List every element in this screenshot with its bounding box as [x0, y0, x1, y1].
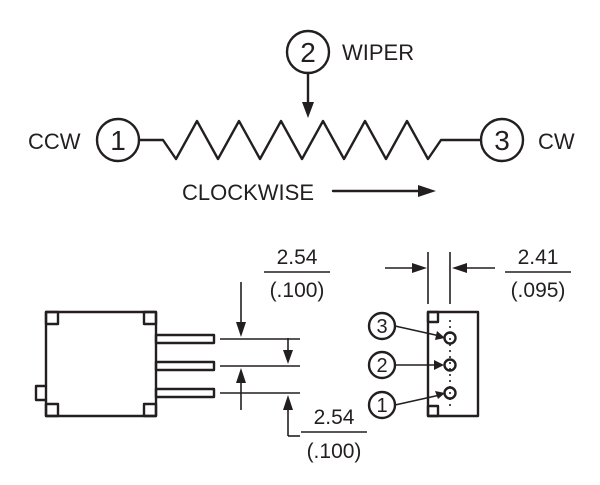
pitch-dimension: 2.54 (.100) 2.54 (.100)	[220, 246, 367, 463]
end-pin1-arrowhead	[435, 391, 445, 399]
pin3-number: 3	[494, 125, 510, 156]
end-pin1-leader	[394, 394, 441, 406]
side-view-body	[44, 310, 158, 418]
wiper-label: WIPER	[342, 40, 414, 65]
corner-foot-br	[142, 402, 158, 418]
wiper-arrowhead	[302, 102, 314, 118]
end-view: 3 2 1	[367, 310, 480, 420]
cw-label: CW	[538, 129, 575, 154]
end-pin3-leader	[394, 325, 441, 337]
pitch-bottom-in: (.100)	[307, 440, 362, 463]
adjust-notch	[34, 384, 48, 402]
end-pin1-number: 1	[376, 395, 387, 417]
end-pin-hole-2	[443, 358, 457, 372]
pin2-number: 2	[300, 37, 316, 68]
width-mm: 2.41	[518, 246, 559, 269]
ccw-label: CCW	[28, 129, 81, 154]
corner-foot-bl	[44, 402, 60, 418]
pitch-bottom-mm: 2.54	[314, 406, 355, 429]
width-in: (.095)	[511, 279, 566, 302]
width-arrowhead-right	[452, 263, 467, 273]
pin1-number: 1	[110, 125, 126, 156]
end-pin2-number: 2	[376, 355, 387, 377]
pitch-top-arrowhead-2	[236, 368, 246, 383]
side-pin-1	[154, 333, 216, 345]
end-pin3-arrowhead	[435, 331, 445, 340]
end-view-corner-top	[426, 310, 440, 324]
pin3-circle	[479, 117, 525, 163]
corner-foot-tr	[142, 310, 158, 326]
end-view-corner-bottom	[426, 404, 440, 418]
end-pin3-number: 3	[376, 316, 387, 338]
pitch-top-mm: 2.54	[277, 246, 318, 269]
side-pin-2	[154, 360, 216, 372]
pitch-bottom-arrowhead	[283, 350, 293, 364]
end-pin2-arrowhead	[434, 360, 444, 370]
clockwise-label: CLOCKWISE	[182, 180, 314, 205]
clockwise-arrowhead	[418, 185, 436, 197]
side-view	[34, 310, 216, 418]
width-arrowhead-left	[412, 263, 427, 273]
resistor-zigzag	[137, 119, 482, 161]
pitch-bottom-arrowhead-2	[283, 395, 293, 410]
pitch-top-in: (.100)	[270, 279, 325, 302]
pitch-top-arrowhead	[236, 322, 246, 337]
schematic-symbol: CCW 1 3 CW 2 WIPER CLOCKWISE	[28, 29, 575, 205]
corner-foot-tl	[44, 310, 60, 326]
width-dimension: 2.41 (.095)	[385, 246, 571, 304]
side-pin-3	[154, 387, 216, 399]
